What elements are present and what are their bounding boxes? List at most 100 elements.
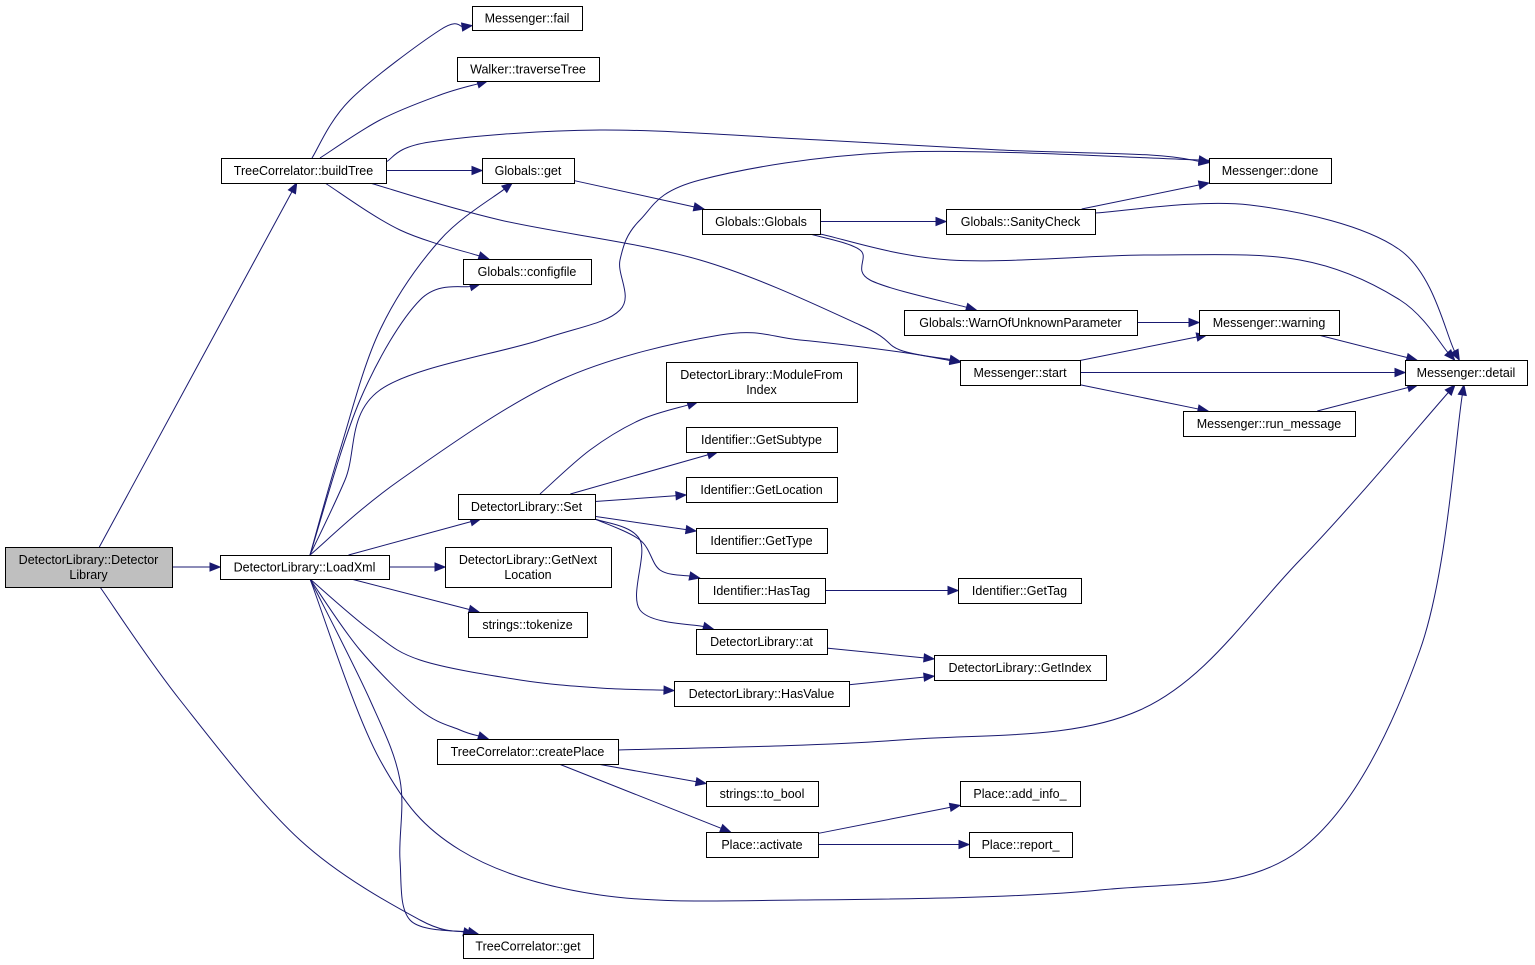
- function-node[interactable]: Messenger::detail: [1405, 360, 1528, 386]
- arrowhead-icon: [923, 653, 936, 663]
- call-edge: [309, 285, 472, 556]
- function-node[interactable]: Place::add_info_: [960, 781, 1081, 807]
- node-label: Globals::configfile: [478, 265, 577, 279]
- call-edge: [617, 391, 1450, 751]
- node-box: [698, 578, 826, 604]
- call-edge: [594, 518, 705, 628]
- arrowhead-icon: [935, 216, 948, 227]
- function-node[interactable]: Messenger::run_message: [1183, 411, 1356, 437]
- function-node[interactable]: Place::activate: [706, 832, 819, 858]
- node-label: DetectorLibrary::HasValue: [689, 687, 835, 701]
- call-edge: [369, 182, 952, 361]
- function-node[interactable]: TreeCorrelator::buildTree: [221, 158, 387, 184]
- node-box: [958, 578, 1082, 604]
- node-label: Identifier::GetLocation: [700, 483, 822, 497]
- node-box: [904, 310, 1138, 336]
- node-label: Location: [504, 568, 551, 582]
- function-node[interactable]: Identifier::GetTag: [958, 578, 1082, 604]
- function-node[interactable]: Place::report_: [969, 832, 1073, 858]
- call-edge: [309, 578, 465, 933]
- call-edge: [573, 180, 696, 208]
- function-node[interactable]: strings::tokenize: [468, 612, 588, 638]
- function-node[interactable]: DetectorLibrary::HasValue: [674, 681, 850, 707]
- function-node[interactable]: DetectorLibrary::Set: [458, 494, 596, 520]
- node-label: Messenger::done: [1222, 164, 1319, 178]
- node-box: [1209, 158, 1332, 184]
- node-label: TreeCorrelator::createPlace: [451, 745, 605, 759]
- node-box: [457, 57, 600, 82]
- arrowhead-icon: [958, 839, 971, 850]
- call-edge: [324, 182, 481, 257]
- node-label: DetectorLibrary::Set: [471, 500, 583, 514]
- node-box: [696, 629, 828, 655]
- call-edge: [597, 763, 698, 783]
- function-node[interactable]: Walker::traverseTree: [457, 57, 600, 82]
- node-layer: DetectorLibrary::DetectorLibraryTreeCorr…: [5, 6, 1528, 959]
- arrowhead-icon: [471, 165, 484, 176]
- node-box: [960, 781, 1081, 807]
- call-edge: [309, 332, 952, 556]
- call-edge: [348, 520, 473, 556]
- arrowhead-icon: [948, 355, 962, 366]
- function-node[interactable]: Identifier::GetSubtype: [686, 427, 838, 453]
- call-edge: [309, 578, 666, 691]
- function-node[interactable]: TreeCorrelator::get: [463, 934, 594, 959]
- node-label: Place::activate: [721, 838, 802, 852]
- arrowhead-icon: [500, 182, 514, 194]
- node-box: [1183, 411, 1356, 437]
- function-node[interactable]: strings::to_bool: [706, 781, 819, 807]
- call-edge: [539, 404, 690, 495]
- node-box: [482, 158, 575, 184]
- function-node[interactable]: Messenger::fail: [472, 6, 583, 31]
- function-node[interactable]: Identifier::GetLocation: [686, 477, 838, 503]
- function-node[interactable]: TreeCorrelator::createPlace: [437, 739, 619, 765]
- call-edge: [99, 586, 470, 933]
- call-edge: [309, 188, 506, 556]
- function-node[interactable]: Identifier::HasTag: [698, 578, 826, 604]
- arrowhead-icon: [287, 181, 298, 195]
- function-node[interactable]: Globals::Globals: [702, 209, 821, 235]
- node-box: [5, 547, 173, 588]
- edge-layer: [98, 22, 1467, 937]
- node-label: Identifier::GetTag: [972, 584, 1067, 598]
- node-box: [1405, 360, 1528, 386]
- call-edge: [558, 763, 723, 830]
- node-label: Globals::get: [495, 164, 562, 178]
- node-box: [463, 259, 592, 285]
- arrowhead-icon: [477, 251, 491, 261]
- node-label: TreeCorrelator::get: [475, 940, 581, 954]
- node-box: [934, 655, 1107, 681]
- function-node[interactable]: Globals::configfile: [463, 259, 592, 285]
- function-node[interactable]: Messenger::warning: [1199, 310, 1340, 336]
- function-node[interactable]: Messenger::done: [1209, 158, 1332, 184]
- function-node[interactable]: DetectorLibrary::at: [696, 629, 828, 655]
- node-box: [706, 781, 819, 807]
- arrowhead-icon: [1197, 155, 1211, 165]
- node-label: Globals::Globals: [715, 215, 807, 229]
- node-label: Index: [746, 383, 777, 397]
- function-node[interactable]: Messenger::start: [960, 360, 1081, 386]
- node-box: [445, 547, 612, 588]
- function-node[interactable]: DetectorLibrary::GetIndex: [934, 655, 1107, 681]
- arrowhead-icon: [947, 585, 960, 596]
- function-node[interactable]: Globals::SanityCheck: [946, 209, 1096, 235]
- arrowhead-icon: [923, 672, 936, 682]
- node-box: [946, 209, 1096, 235]
- node-label: DetectorLibrary::GetIndex: [948, 661, 1092, 675]
- function-node[interactable]: Globals::get: [482, 158, 575, 184]
- function-node[interactable]: DetectorLibrary::LoadXml: [220, 555, 390, 580]
- call-edge: [819, 233, 1449, 354]
- node-label: Identifier::HasTag: [713, 584, 810, 598]
- function-node[interactable]: Identifier::GetType: [696, 528, 828, 554]
- function-node[interactable]: Globals::WarnOfUnknownParameter: [904, 310, 1138, 336]
- call-edge: [1079, 336, 1199, 361]
- arrowhead-icon: [476, 731, 490, 741]
- call-edge: [594, 495, 678, 503]
- node-box: [221, 158, 387, 184]
- node-box: [969, 832, 1073, 858]
- call-edge: [309, 578, 480, 737]
- call-edge: [309, 393, 1463, 902]
- node-label: Messenger::start: [973, 366, 1067, 380]
